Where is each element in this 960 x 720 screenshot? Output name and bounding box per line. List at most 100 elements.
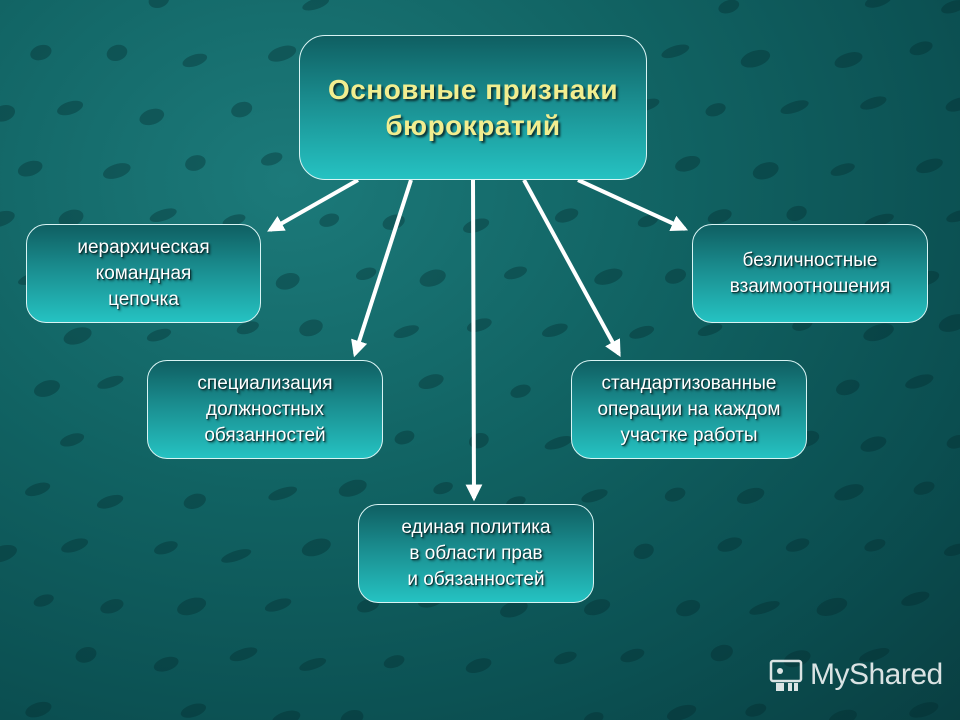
background-dot (860, 436, 887, 452)
node-text-line: единая политика (401, 516, 551, 538)
background-dot (302, 0, 330, 11)
background-dot (745, 703, 767, 717)
node-text-line: обязанностей (204, 424, 326, 446)
arrow-to-hierarchy (267, 178, 359, 232)
background-dot (33, 594, 54, 607)
background-dot (338, 479, 367, 497)
background-dot (836, 379, 860, 396)
background-dot (504, 266, 527, 280)
background-dot (229, 647, 258, 662)
background-dot (153, 656, 179, 672)
background-dot (25, 482, 51, 497)
background-dot (664, 268, 687, 284)
classroom-logo-icon (769, 659, 803, 691)
background-dot (60, 433, 85, 447)
background-dot (707, 209, 732, 224)
background-dot (581, 489, 608, 503)
background-dot (185, 155, 206, 171)
background-dot (433, 482, 453, 495)
background-dot (149, 208, 177, 223)
background-dot (61, 538, 89, 553)
background-dot (749, 601, 780, 615)
background-dot (355, 267, 377, 281)
node-text-line: специализация (197, 372, 333, 394)
background-dot (393, 325, 419, 339)
background-dot (938, 314, 960, 332)
background-dot (864, 539, 886, 552)
node-impersonal: безличностные взаимоотношения (692, 224, 928, 323)
background-dot (783, 650, 811, 668)
background-dot (943, 543, 960, 557)
node-text-line: в области прав (409, 542, 543, 564)
background-dot (271, 710, 301, 720)
background-dot (697, 323, 723, 336)
background-dot (17, 160, 43, 177)
background-dot (661, 44, 690, 59)
background-dot (594, 268, 623, 285)
node-text-line: должностных (206, 398, 324, 420)
node-text-line: взаимоотношения (729, 275, 891, 297)
background-dot (96, 494, 124, 509)
background-dot (236, 321, 259, 335)
background-dot (676, 599, 701, 617)
background-dot (299, 657, 327, 671)
background-dot (664, 487, 686, 502)
background-dot (909, 41, 933, 56)
background-dot (913, 481, 935, 495)
background-dot (103, 163, 131, 179)
background-dot (717, 537, 743, 552)
background-dot (25, 701, 52, 718)
background-dot (500, 600, 528, 618)
background-dot (901, 591, 930, 606)
node-text-line: участке работы (620, 424, 758, 446)
node-text-line: цепочка (108, 288, 179, 310)
background-dot (465, 658, 492, 674)
background-dot (264, 598, 292, 612)
background-dot (419, 269, 446, 287)
background-dot (860, 96, 887, 110)
background-dot (154, 541, 178, 555)
background-dot (828, 709, 857, 720)
arrow-to-unified-policy (465, 179, 483, 502)
background-dot (57, 100, 84, 116)
background-dot (0, 104, 15, 122)
arrow-to-impersonal (577, 178, 689, 232)
node-unified-policy: единая политика в области прав и обязанн… (358, 504, 594, 603)
background-dot (633, 543, 654, 560)
background-dot (58, 209, 84, 227)
title-line-1: Основные признаки (327, 73, 619, 105)
background-dot (148, 0, 170, 9)
background-dot (909, 702, 939, 718)
background-dot (785, 538, 810, 552)
background-dot (183, 493, 206, 510)
background-dot (710, 644, 733, 662)
background-dot (510, 384, 531, 398)
background-dot (834, 52, 863, 68)
background-dot (736, 487, 765, 504)
background-dot (340, 709, 364, 720)
node-specialization: специализация должностных обязанностей (147, 360, 383, 459)
background-dot (675, 155, 701, 172)
node-text-line: и обязанностей (407, 568, 545, 590)
background-dot (299, 319, 323, 337)
background-dot (383, 655, 405, 669)
background-dot (30, 44, 52, 61)
background-dot (816, 597, 848, 616)
background-dot (864, 0, 892, 8)
background-dot (0, 210, 15, 228)
background-dot (268, 45, 297, 62)
background-dot (260, 152, 283, 166)
node-text-line: операции на каждом (597, 398, 781, 420)
background-dot (637, 214, 659, 228)
background-dot (553, 651, 577, 665)
background-dot (319, 213, 340, 227)
node-hierarchy: иерархическая командная цепочка (26, 224, 261, 323)
background-dot (463, 218, 490, 233)
background-dot (542, 323, 568, 338)
watermark-text: MyShared (810, 658, 943, 691)
background-dot (139, 108, 165, 126)
background-dot (97, 375, 124, 389)
background-dot (301, 538, 331, 557)
background-dot (231, 101, 253, 118)
arrow-to-standardized (522, 179, 621, 357)
